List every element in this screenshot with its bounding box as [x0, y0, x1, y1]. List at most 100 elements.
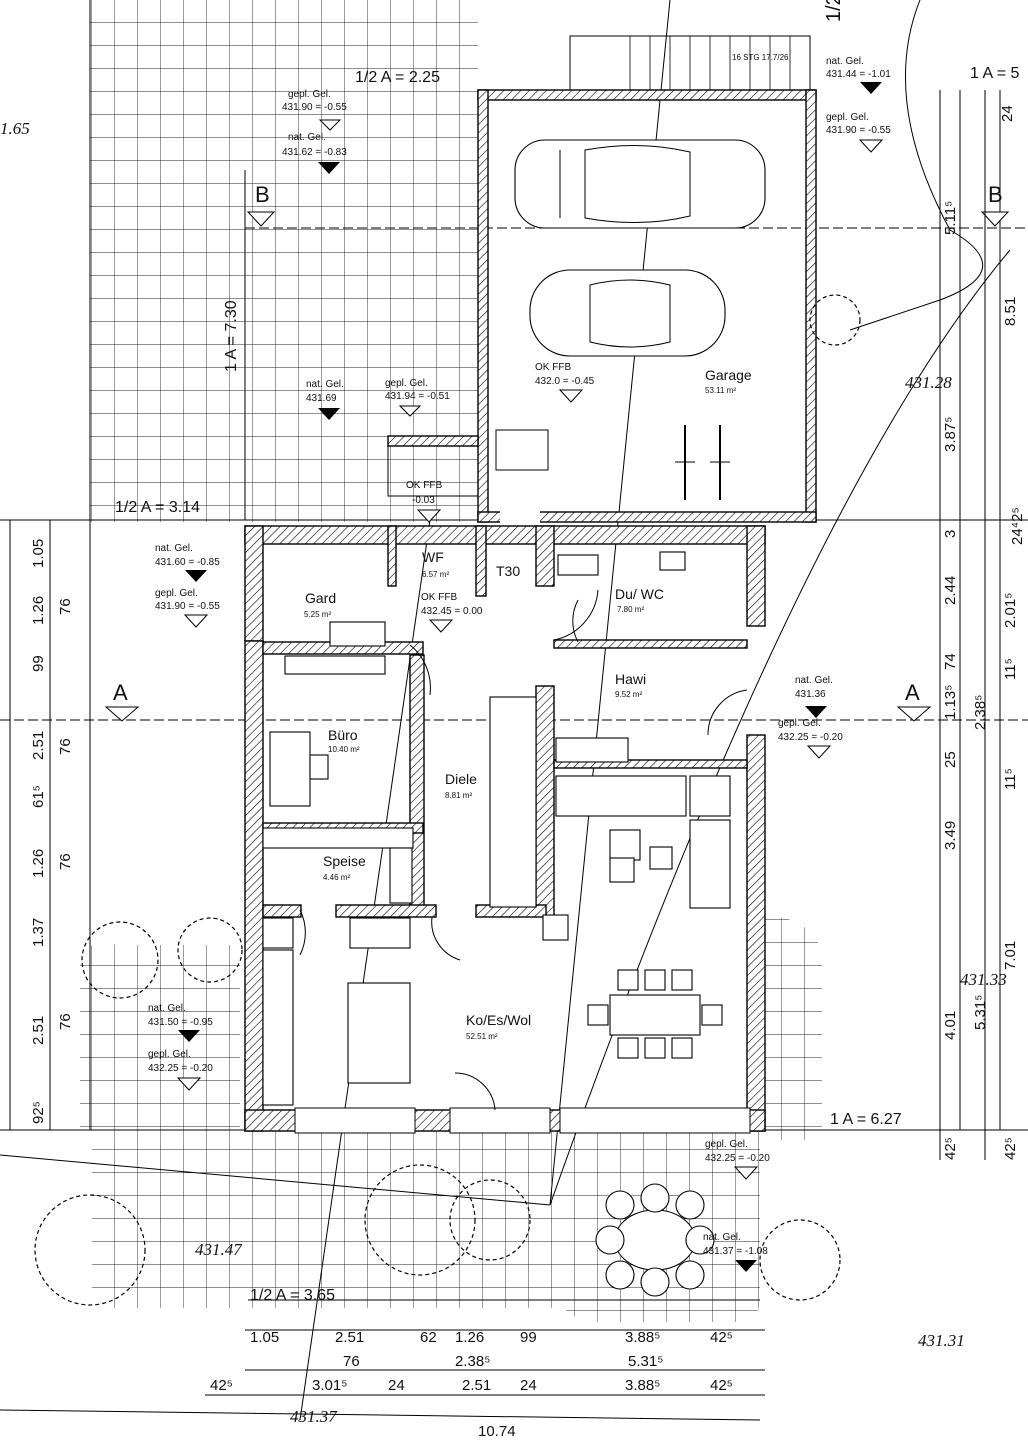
room-name-garage: Garage: [705, 367, 752, 383]
svg-text:431.90 = -0.55: 431.90 = -0.55: [282, 102, 347, 113]
svg-text:5.31⁵: 5.31⁵: [972, 995, 989, 1030]
svg-text:1.65: 1.65: [0, 119, 30, 138]
svg-text:1/2 A = 3.14: 1/2 A = 3.14: [115, 499, 200, 516]
svg-text:nat. Gel.: nat. Gel.: [826, 56, 864, 67]
svg-text:gepl. Gel.: gepl. Gel.: [705, 1139, 748, 1150]
svg-text:-0.03: -0.03: [412, 495, 435, 506]
svg-text:4.01: 4.01: [942, 1011, 959, 1040]
svg-text:432.25 = -0.20: 432.25 = -0.20: [778, 732, 843, 743]
svg-text:431.69: 431.69: [306, 393, 337, 404]
room-area-diele: 8.81 m²: [445, 791, 472, 800]
svg-text:B: B: [988, 182, 1003, 207]
svg-text:10.74: 10.74: [478, 1423, 516, 1440]
svg-text:nat. Gel.: nat. Gel.: [306, 379, 344, 390]
room-area-buero: 10.40 m²: [328, 745, 360, 754]
svg-text:2.01⁵: 2.01⁵: [1002, 593, 1019, 628]
svg-text:432.25 = -0.20: 432.25 = -0.20: [705, 1153, 770, 1164]
room-area-hawi: 9.52 m²: [615, 690, 642, 699]
svg-text:nat. Gel.: nat. Gel.: [148, 1003, 186, 1014]
svg-text:nat. Gel.: nat. Gel.: [288, 132, 326, 143]
svg-text:431.90 = -0.55: 431.90 = -0.55: [826, 125, 891, 136]
svg-text:431.62 = -0.83: 431.62 = -0.83: [282, 147, 347, 158]
dimension-lines: [9, 90, 986, 1396]
svg-text:8.51: 8.51: [1002, 297, 1019, 326]
svg-text:5.31⁵: 5.31⁵: [628, 1353, 663, 1370]
door-label: T30: [496, 563, 520, 579]
room-area-gard: 5.25 m²: [304, 610, 331, 619]
svg-text:2.51: 2.51: [30, 731, 47, 760]
svg-text:2.51: 2.51: [462, 1377, 491, 1394]
tree-icon: [34, 294, 861, 1306]
svg-text:2.51: 2.51: [30, 1016, 47, 1045]
room-area-wf: 6.57 m²: [422, 570, 449, 579]
room-name-ko-es-wo: Ko/Es/Wol: [466, 1012, 531, 1028]
dims-bottom: 1.05 2.51 62 1.26 99 3.88⁵ 42⁵ 76 2.38⁵ …: [210, 1329, 733, 1440]
svg-text:gepl. Gel.: gepl. Gel.: [148, 1049, 191, 1060]
svg-text:1 A = 6.27: 1 A = 6.27: [830, 1111, 902, 1128]
svg-text:92⁵: 92⁵: [30, 1101, 47, 1124]
svg-text:432.0 = -0.45: 432.0 = -0.45: [535, 376, 595, 387]
svg-text:431.36: 431.36: [795, 689, 826, 700]
svg-text:nat. Gel.: nat. Gel.: [795, 675, 833, 686]
svg-text:42⁵: 42⁵: [710, 1377, 733, 1394]
svg-text:76: 76: [57, 1013, 74, 1030]
svg-text:62: 62: [420, 1329, 437, 1346]
svg-text:3: 3: [942, 530, 959, 538]
svg-text:42⁵: 42⁵: [1002, 1137, 1019, 1160]
svg-text:3.49: 3.49: [942, 821, 959, 850]
svg-text:gepl. Gel.: gepl. Gel.: [778, 718, 821, 729]
svg-text:gepl. Gel.: gepl. Gel.: [385, 378, 428, 389]
room-name-hawi: Hawi: [615, 671, 646, 687]
svg-text:24: 24: [388, 1377, 405, 1394]
svg-text:42⁵: 42⁵: [210, 1377, 233, 1394]
svg-text:1.13⁵: 1.13⁵: [942, 685, 959, 720]
svg-text:431.94 = -0.51: 431.94 = -0.51: [385, 391, 450, 402]
svg-text:1/2: 1/2: [823, 0, 845, 22]
svg-text:1.37: 1.37: [30, 918, 47, 947]
svg-text:OK FFB: OK FFB: [421, 592, 457, 603]
svg-text:431.37: 431.37: [290, 1407, 338, 1426]
svg-text:431.47: 431.47: [195, 1240, 243, 1259]
room-area-du-wc: 7.80 m²: [617, 605, 644, 614]
svg-text:3.01⁵: 3.01⁵: [312, 1377, 347, 1394]
paving: [80, 0, 822, 1322]
svg-text:gepl. Gel.: gepl. Gel.: [826, 112, 869, 123]
svg-text:1.26: 1.26: [30, 849, 47, 878]
level-markers: [104, 82, 1010, 1272]
svg-text:3.88⁵: 3.88⁵: [625, 1377, 660, 1394]
svg-text:1.26: 1.26: [30, 596, 47, 625]
svg-text:432.25 = -0.20: 432.25 = -0.20: [148, 1063, 213, 1074]
svg-text:76: 76: [343, 1353, 360, 1370]
car-icon: [514, 139, 766, 229]
stair-note: 16 STG 17.7/26: [732, 53, 789, 62]
svg-text:431.28: 431.28: [905, 373, 952, 392]
svg-text:432.45 = 0.00: 432.45 = 0.00: [421, 606, 483, 617]
svg-text:2.51: 2.51: [335, 1329, 364, 1346]
svg-text:76: 76: [57, 738, 74, 755]
svg-text:24: 24: [999, 105, 1016, 122]
garage: [477, 35, 817, 524]
svg-text:431.37 = -1.08: 431.37 = -1.08: [703, 1246, 768, 1257]
svg-text:11⁵: 11⁵: [1002, 658, 1019, 680]
svg-text:OK FFB: OK FFB: [535, 362, 571, 373]
svg-text:1 A = 7.30: 1 A = 7.30: [223, 300, 240, 372]
svg-text:2.38⁵: 2.38⁵: [972, 695, 989, 730]
dims-right: 24 5.11⁵ 3.87⁵ 3 2.44 74 1.13⁵ 25 3.49 4…: [942, 105, 1026, 1160]
svg-text:5.11⁵: 5.11⁵: [942, 201, 959, 235]
svg-text:nat. Gel.: nat. Gel.: [703, 1232, 741, 1243]
svg-text:1/2 A = 3.65: 1/2 A = 3.65: [250, 1287, 335, 1304]
svg-text:25: 25: [942, 751, 959, 768]
svg-text:76: 76: [57, 853, 74, 870]
svg-text:1/2 A = 2.25: 1/2 A = 2.25: [355, 69, 440, 86]
section-marks: B B A A 1/2: [113, 0, 1003, 705]
svg-text:76: 76: [57, 598, 74, 615]
svg-text:42⁵: 42⁵: [710, 1329, 733, 1346]
furniture: [262, 551, 748, 1297]
svg-text:3.88⁵: 3.88⁵: [625, 1329, 660, 1346]
svg-text:2.38⁵: 2.38⁵: [455, 1353, 490, 1370]
bicycle-icon: [675, 425, 730, 500]
svg-text:431.90 = -0.55: 431.90 = -0.55: [155, 601, 220, 612]
svg-text:gepl. Gel.: gepl. Gel.: [288, 89, 331, 100]
car-icon: [529, 269, 726, 357]
